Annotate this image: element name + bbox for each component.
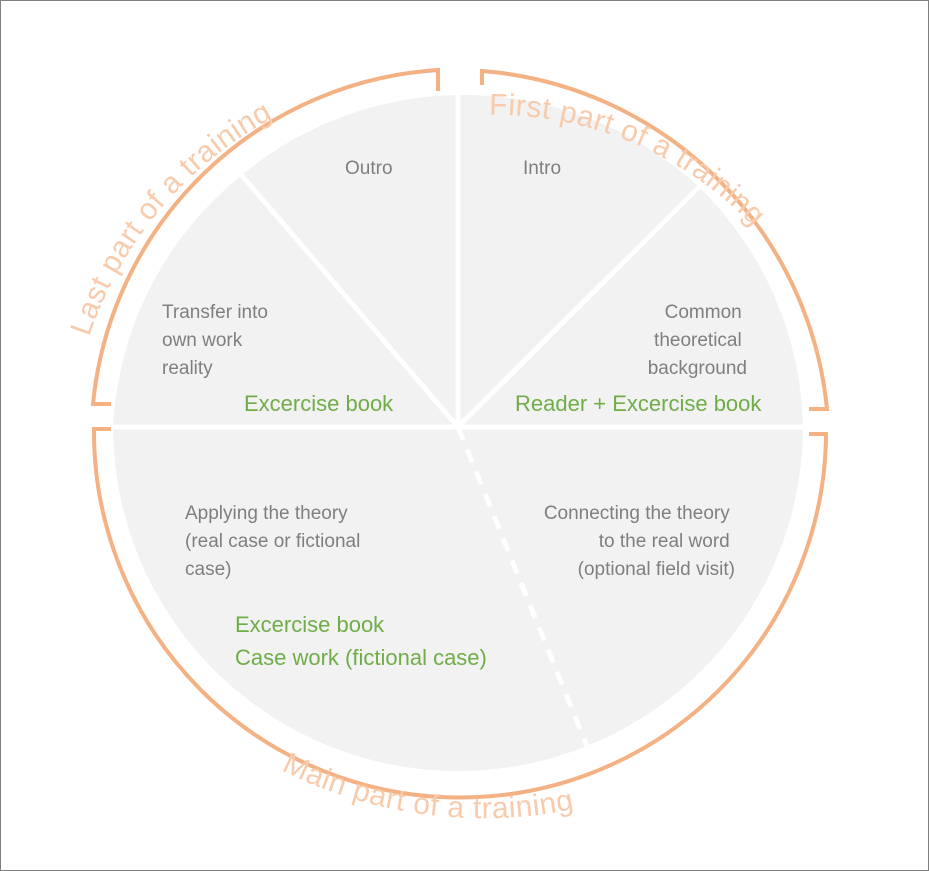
slice-applying bbox=[113, 427, 587, 772]
slice-outro bbox=[242, 95, 458, 427]
material-theory: Reader + Excercise book bbox=[515, 391, 762, 416]
label-theory-line-2: theoretical bbox=[654, 330, 742, 351]
label-outro: Outro bbox=[345, 158, 393, 179]
slice-transfer bbox=[113, 175, 458, 427]
label-connecting-line-1: Connecting the theory bbox=[544, 503, 730, 524]
material-applying-line-2: Case work (fictional case) bbox=[235, 645, 487, 670]
divider-upper-right bbox=[456, 181, 705, 429]
label-connecting-line-3: (optional field visit) bbox=[578, 559, 735, 580]
label-intro: Intro bbox=[523, 158, 561, 179]
label-theory: Common theoretical background bbox=[648, 302, 747, 379]
bracket-main-phase bbox=[91, 427, 829, 800]
material-transfer-line-1: Excercise book bbox=[244, 391, 394, 416]
label-transfer-line-2: own work bbox=[162, 330, 243, 351]
material-transfer: Excercise book bbox=[244, 391, 394, 416]
label-connecting-line-2: to the real word bbox=[599, 531, 730, 552]
slice-theory bbox=[458, 187, 803, 427]
bracket-first-phase bbox=[480, 68, 830, 411]
material-applying-line-1: Excercise book bbox=[235, 612, 385, 637]
label-applying: Applying the theory (real case or fictio… bbox=[185, 503, 366, 580]
slice-intro bbox=[458, 94, 699, 427]
label-intro-line: Intro bbox=[523, 158, 561, 179]
bracket-last-phase bbox=[90, 67, 440, 406]
label-transfer-line-1: Transfer into bbox=[162, 302, 268, 323]
material-theory-line-1: Reader + Excercise book bbox=[515, 391, 762, 416]
material-applying: Excercise book Case work (fictional case… bbox=[235, 612, 487, 670]
label-theory-line-3: background bbox=[648, 358, 747, 379]
divider-upper-left bbox=[236, 169, 460, 429]
label-applying-line-2: (real case or fictional bbox=[185, 531, 360, 552]
label-theory-line-1: Common bbox=[665, 302, 742, 323]
slice-connecting bbox=[458, 427, 803, 746]
label-transfer: Transfer into own work reality bbox=[162, 302, 273, 379]
divider-dashed bbox=[455, 426, 592, 752]
label-connecting: Connecting the theory to the real word (… bbox=[544, 503, 735, 580]
label-applying-line-1: Applying the theory bbox=[185, 503, 348, 524]
label-outro-line: Outro bbox=[345, 158, 393, 179]
label-transfer-line-3: reality bbox=[162, 358, 213, 379]
label-applying-line-3: case) bbox=[185, 559, 231, 580]
